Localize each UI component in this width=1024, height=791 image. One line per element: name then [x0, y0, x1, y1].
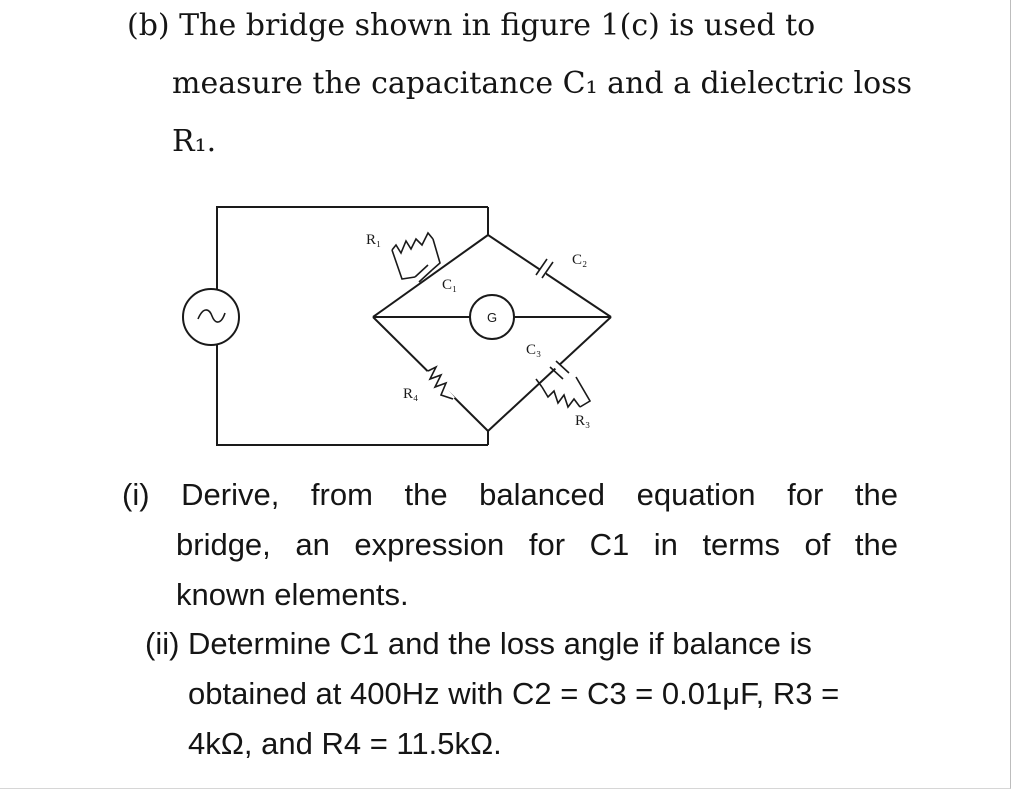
- bridge-arm-bottom-right: [487, 316, 612, 432]
- galvanometer-label: G: [487, 310, 497, 325]
- ac-source-icon: [182, 288, 240, 346]
- question-i-line: bridge, an expression for C1 in terms of…: [176, 527, 898, 562]
- source-loop-wire: [216, 206, 488, 446]
- resistor-r4: [426, 365, 455, 401]
- question-ii-line: obtained at 400Hz with C2 = C3 = 0.01μF,…: [188, 676, 840, 711]
- c1-label: C₁: [442, 277, 457, 293]
- resistor-r1: [391, 231, 434, 255]
- r1-label: R₁: [366, 232, 381, 248]
- bridge-arm-top-right: [487, 207, 612, 318]
- capacitor-c1: [414, 264, 433, 283]
- question-i-line: known elements.: [176, 577, 409, 612]
- r4-label: R₄: [403, 386, 418, 402]
- part-b-text-line: R₁.: [172, 124, 217, 159]
- r1-c1-parallel-wire: [391, 238, 441, 280]
- resistor-r3: [541, 386, 581, 409]
- bridge-circuit-diagram: G C₂ R₁ C₁ R₄ C₃ R₃: [182, 206, 612, 446]
- part-b-heading: (b) The bridge shown in figure 1(c) is u…: [127, 8, 816, 43]
- r3-label: R₃: [575, 413, 590, 429]
- c3-label: C₃: [526, 342, 541, 358]
- galvanometer-icon: G: [469, 294, 515, 340]
- c3-r3-parallel-wire: [535, 376, 592, 408]
- c2-label: C₂: [572, 252, 587, 268]
- question-i-line: (i) Derive, from the balanced equation f…: [122, 477, 898, 512]
- capacitor-c3: [549, 360, 570, 380]
- capacitor-c2: [535, 257, 554, 279]
- part-b-text-line: measure the capacitance C₁ and a dielect…: [172, 66, 912, 101]
- question-ii-line: (ii) Determine C1 and the loss angle if …: [145, 626, 812, 661]
- question-ii-line: 4kΩ, and R4 = 11.5kΩ.: [188, 726, 502, 761]
- bridge-arm-top-left: [372, 234, 489, 318]
